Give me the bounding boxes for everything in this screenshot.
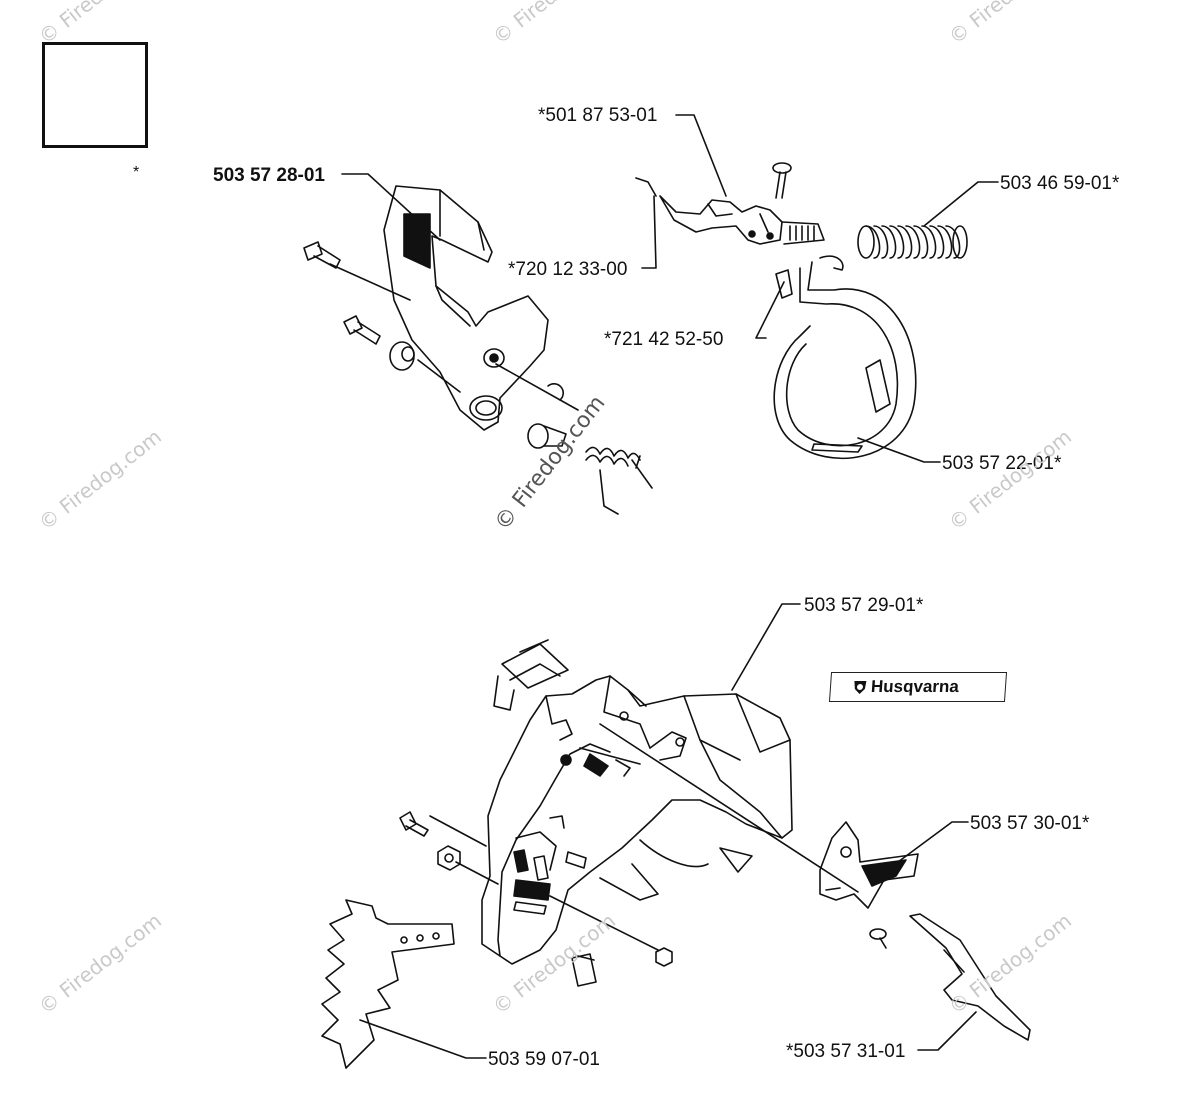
brand-decal-text: Husqvarna bbox=[870, 677, 960, 696]
rubber-pad bbox=[571, 953, 597, 987]
husqvarna-crown-icon bbox=[852, 679, 867, 695]
spike-bumper bbox=[321, 899, 455, 1069]
cover-nut bbox=[437, 845, 461, 871]
brake-bolt-upper bbox=[303, 241, 411, 301]
footnote-asterisk: * bbox=[133, 164, 140, 181]
guide-plate bbox=[819, 821, 919, 909]
brake-clip bbox=[547, 383, 564, 401]
clutch-cover bbox=[481, 675, 793, 965]
part-label-503-57-29-01: 503 57 29-01* bbox=[804, 595, 924, 616]
part-label-503-57-22-01: 503 57 22-01* bbox=[942, 453, 1062, 474]
part-label-721-42-52-50: *721 42 52-50 bbox=[604, 329, 724, 350]
chain-catcher bbox=[909, 913, 1031, 1041]
cover-nut-small bbox=[655, 947, 673, 967]
cover-screw bbox=[869, 928, 887, 949]
tool-required-box bbox=[42, 42, 148, 148]
brake-bushing bbox=[527, 423, 567, 449]
brake-band bbox=[773, 255, 917, 460]
part-label-503-57-31-01: *503 57 31-01 bbox=[786, 1041, 906, 1062]
part-label-503-57-30-01: 503 57 30-01* bbox=[970, 813, 1090, 834]
brake-spring bbox=[585, 446, 653, 515]
small-bracket bbox=[493, 639, 569, 711]
part-label-503-57-28-01: 503 57 28-01 bbox=[213, 165, 325, 186]
brake-lever bbox=[635, 177, 825, 245]
husqvarna-decal: Husqvarna bbox=[828, 672, 1008, 702]
part-label-503-59-07-01: 503 59 07-01 bbox=[488, 1049, 600, 1070]
part-label-501-87-53-01: *501 87 53-01 bbox=[538, 105, 658, 126]
part-label-503-46-59-01: 503 46 59-01* bbox=[1000, 173, 1120, 194]
lever-screw bbox=[772, 162, 792, 199]
brake-bolt-lower bbox=[343, 315, 415, 371]
chain-brake-handle bbox=[383, 185, 549, 431]
part-label-720-12-33-00: *720 12 33-00 bbox=[508, 259, 628, 280]
cover-bolt bbox=[399, 811, 429, 837]
coil-spring bbox=[857, 225, 968, 259]
